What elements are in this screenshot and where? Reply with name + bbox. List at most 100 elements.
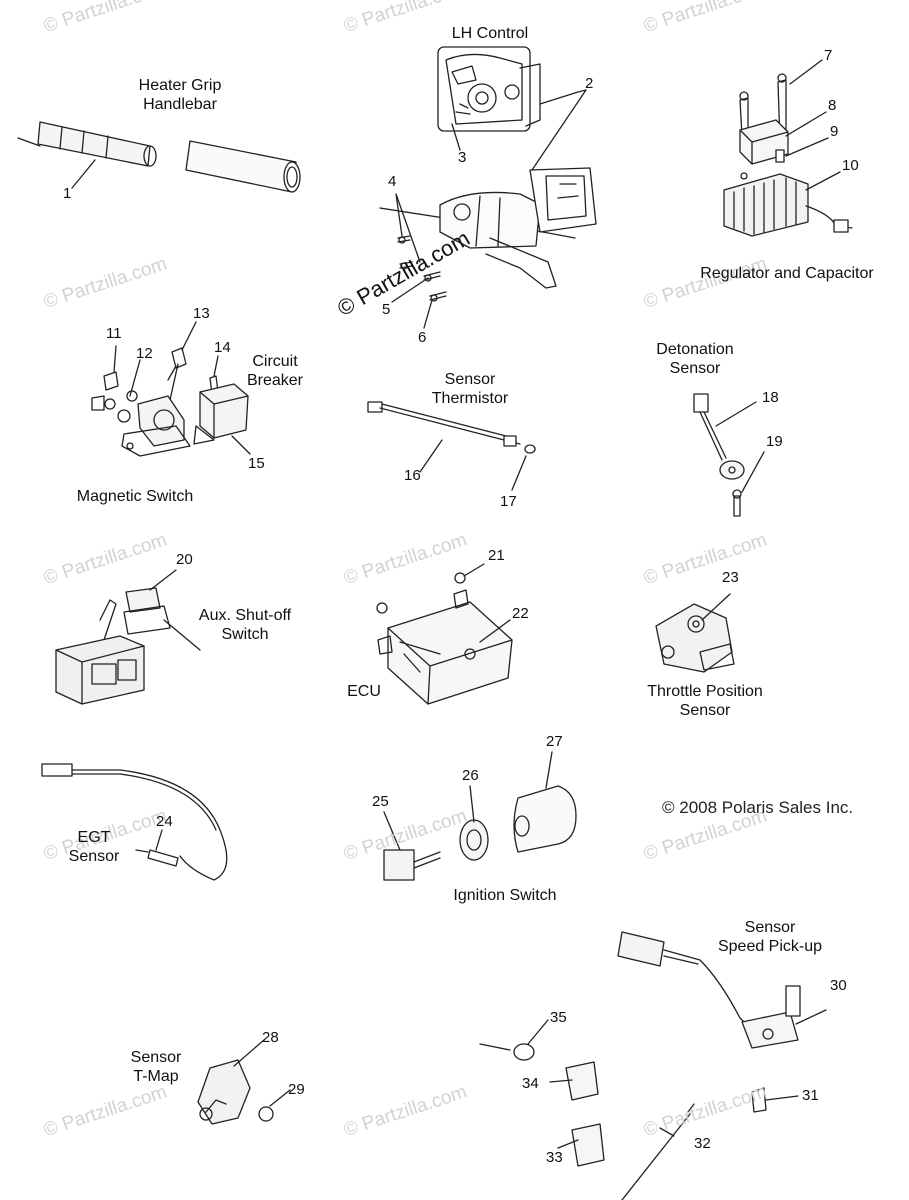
- leader-16: [419, 439, 443, 473]
- label-regulator-capacitor: Regulator and Capacitor: [700, 265, 874, 282]
- tmap-sensor-drawing: [197, 1059, 274, 1125]
- leader-33: [557, 1139, 579, 1149]
- callout-32: 32: [694, 1135, 711, 1152]
- cable-tie-32: [621, 1113, 691, 1200]
- leader-6: [423, 299, 433, 329]
- magnetic-switch-drawing: [91, 347, 249, 457]
- label-ecu: ECU: [347, 683, 381, 700]
- detonation-sensor-drawing: [693, 393, 745, 517]
- leader-15: [231, 435, 251, 455]
- label-lh-control: LH Control: [451, 25, 529, 42]
- callout-4: 4: [388, 173, 397, 190]
- leader-4: [395, 193, 421, 263]
- leader-27: [545, 751, 553, 789]
- callout-2: 2: [585, 75, 594, 92]
- callout-11: 11: [106, 325, 122, 342]
- tps-drawing: [655, 603, 735, 673]
- leader-28: [233, 1039, 265, 1067]
- leader-22: [479, 619, 511, 643]
- callout-15: 15: [248, 455, 265, 472]
- leader-30: [795, 1009, 827, 1025]
- leader-19: [741, 451, 765, 493]
- leader-12: [129, 359, 141, 397]
- callout-33: 33: [546, 1149, 563, 1166]
- leader-35: [527, 1019, 549, 1045]
- callout-19: 19: [766, 433, 783, 450]
- callout-18: 18: [762, 389, 779, 406]
- leader-34: [549, 1079, 573, 1083]
- callout-27: 27: [546, 733, 563, 750]
- callout-29: 29: [288, 1081, 305, 1098]
- callout-30: 30: [830, 977, 847, 994]
- callout-13: 13: [193, 305, 210, 322]
- leader-8: [785, 111, 827, 137]
- leader-9: [785, 137, 829, 157]
- leader-7: [789, 59, 823, 85]
- leader-3: [451, 123, 461, 151]
- callout-1: 1: [63, 185, 72, 202]
- leader-21: [463, 563, 485, 577]
- callout-5: 5: [382, 301, 391, 318]
- callout-7: 7: [824, 47, 833, 64]
- callout-20: 20: [176, 551, 193, 568]
- callout-12: 12: [136, 345, 153, 362]
- callout-34: 34: [522, 1075, 539, 1092]
- leader-18: [715, 401, 757, 427]
- leader-2: [531, 89, 587, 171]
- callout-14: 14: [214, 339, 231, 356]
- callout-16: 16: [404, 467, 421, 484]
- leader-24: [155, 829, 163, 851]
- label-magnetic-switch: Magnetic Switch: [76, 488, 194, 505]
- callout-28: 28: [262, 1029, 279, 1046]
- leader-32: [659, 1127, 675, 1137]
- label-ignition-switch: Ignition Switch: [453, 887, 557, 904]
- cable-tie-head: [687, 1103, 695, 1113]
- heater-grip-drawing: [17, 121, 301, 193]
- callout-35: 35: [550, 1009, 567, 1026]
- speed-sensor-drawing: [617, 931, 801, 1113]
- leader-23: [701, 593, 731, 621]
- thermistor-drawing: [367, 401, 536, 454]
- callout-24: 24: [156, 813, 173, 830]
- leader-14: [213, 355, 219, 377]
- leader-11: [113, 345, 117, 373]
- callout-23: 23: [722, 569, 739, 586]
- aux-switch-drawing: [55, 587, 201, 705]
- callout-6: 6: [418, 329, 427, 346]
- copyright-notice: © 2008 Polaris Sales Inc.: [662, 798, 854, 817]
- leader-5: [391, 277, 429, 303]
- leader-29: [269, 1089, 291, 1107]
- leader-17: [511, 455, 527, 491]
- callout-3: 3: [458, 149, 467, 166]
- ecu-drawing: [376, 572, 513, 705]
- lh-control-drawing: [379, 46, 597, 289]
- ignition-switch-drawing: [383, 785, 577, 881]
- callout-22: 22: [512, 605, 529, 622]
- leader-1: [71, 159, 96, 189]
- leader-31: [765, 1095, 799, 1101]
- callout-25: 25: [372, 793, 389, 810]
- leader-13: [181, 321, 197, 351]
- leader-25: [383, 811, 401, 851]
- callout-9: 9: [830, 123, 839, 140]
- leader-26: [469, 785, 475, 823]
- leader-20: [149, 569, 177, 591]
- leader-10: [805, 171, 841, 191]
- egt-sensor-drawing: [41, 763, 228, 881]
- callout-21: 21: [488, 547, 505, 564]
- callout-10: 10: [842, 157, 859, 174]
- callout-26: 26: [462, 767, 479, 784]
- callout-17: 17: [500, 493, 517, 510]
- callout-8: 8: [828, 97, 837, 114]
- regulator-drawing: [723, 73, 853, 237]
